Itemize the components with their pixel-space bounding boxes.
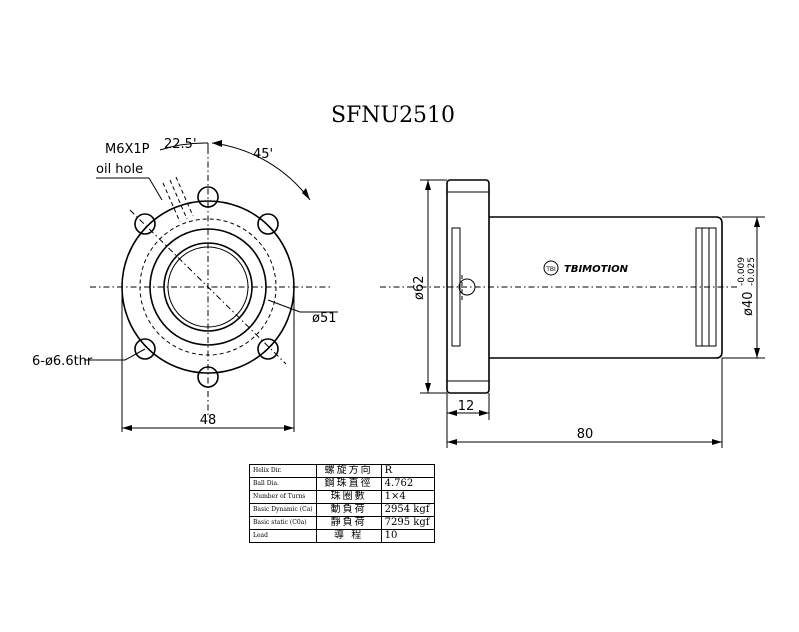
table-row: Basic static (C0a) 靜負荷 7295 kgf — [249, 516, 435, 530]
spec-key-zh: 螺旋方向 — [315, 464, 382, 478]
table-row: Helix Dir. 螺旋方向 R — [249, 464, 435, 478]
spec-key: Number of Turns — [249, 490, 317, 504]
table-row: Basic Dynamic (Ca) 動負荷 2954 kgf — [249, 503, 435, 517]
angle-small-label: 22.5' — [164, 137, 197, 152]
spec-value: 10 — [380, 529, 435, 543]
spec-value: R — [380, 464, 435, 478]
bolt-hole — [197, 186, 219, 208]
spec-key: Basic static (C0a) — [249, 516, 317, 530]
spec-value: 4.762 — [380, 477, 435, 491]
spec-key-zh: 鋼珠直徑 — [315, 477, 382, 491]
spec-table: Helix Dir. 螺旋方向 R Ball Dia. 鋼珠直徑 4.762 N… — [249, 464, 435, 543]
spec-value: 2954 kgf — [380, 503, 435, 517]
flange-thickness-label: 12 — [458, 399, 475, 414]
table-row: Ball Dia. 鋼珠直徑 4.762 — [249, 477, 435, 491]
side-view: TBI TBIMOTION ø62 ø40 -0.009 -0.025 12 8… — [380, 179, 765, 448]
table-row: Lead 導 程 10 — [249, 529, 435, 543]
table-row: Number of Turns 珠圈數 1×4 — [249, 490, 435, 504]
spec-key-zh: 動負荷 — [315, 503, 382, 517]
spec-key: Ball Dia. — [249, 477, 317, 491]
bolt-hole — [257, 338, 279, 360]
drawing-title: SFNU2510 — [331, 103, 455, 128]
bolt-circle-dia-label: ø51 — [312, 311, 337, 326]
spec-value: 1×4 — [380, 490, 435, 504]
spec-key: Lead — [249, 529, 317, 543]
angle-large-label: 45' — [253, 147, 273, 162]
logo-mark-icon: TBI — [545, 266, 556, 273]
flange-dia-label: ø62 — [412, 276, 427, 301]
spec-key: Basic Dynamic (Ca) — [249, 503, 317, 517]
body-dia-label: ø40 — [741, 292, 756, 317]
oil-hole-thread-label: M6X1P — [105, 142, 150, 157]
logo-text: TBIMOTION — [564, 264, 629, 275]
spec-key-zh: 靜負荷 — [315, 516, 382, 530]
bolt-hole — [197, 366, 219, 388]
spec-key-zh: 珠圈數 — [315, 490, 382, 504]
tolerance-upper-label: -0.009 — [737, 257, 747, 286]
spec-value: 7295 kgf — [380, 516, 435, 530]
spec-key: Helix Dir. — [249, 464, 317, 478]
bolt-hole — [134, 213, 156, 235]
spec-key-zh: 導 程 — [315, 529, 382, 543]
oil-hole-label: oil hole — [96, 162, 143, 177]
width-dim-label: 48 — [200, 413, 217, 428]
bolt-hole — [257, 213, 279, 235]
holes-label: 6-ø6.6thr — [32, 354, 93, 369]
front-view: M6X1P oil hole 22.5' 45' ø51 6-ø6.6thr 4… — [32, 137, 338, 432]
tolerance-lower-label: -0.025 — [747, 257, 757, 286]
bolt-hole — [134, 338, 156, 360]
total-length-label: 80 — [577, 427, 594, 442]
